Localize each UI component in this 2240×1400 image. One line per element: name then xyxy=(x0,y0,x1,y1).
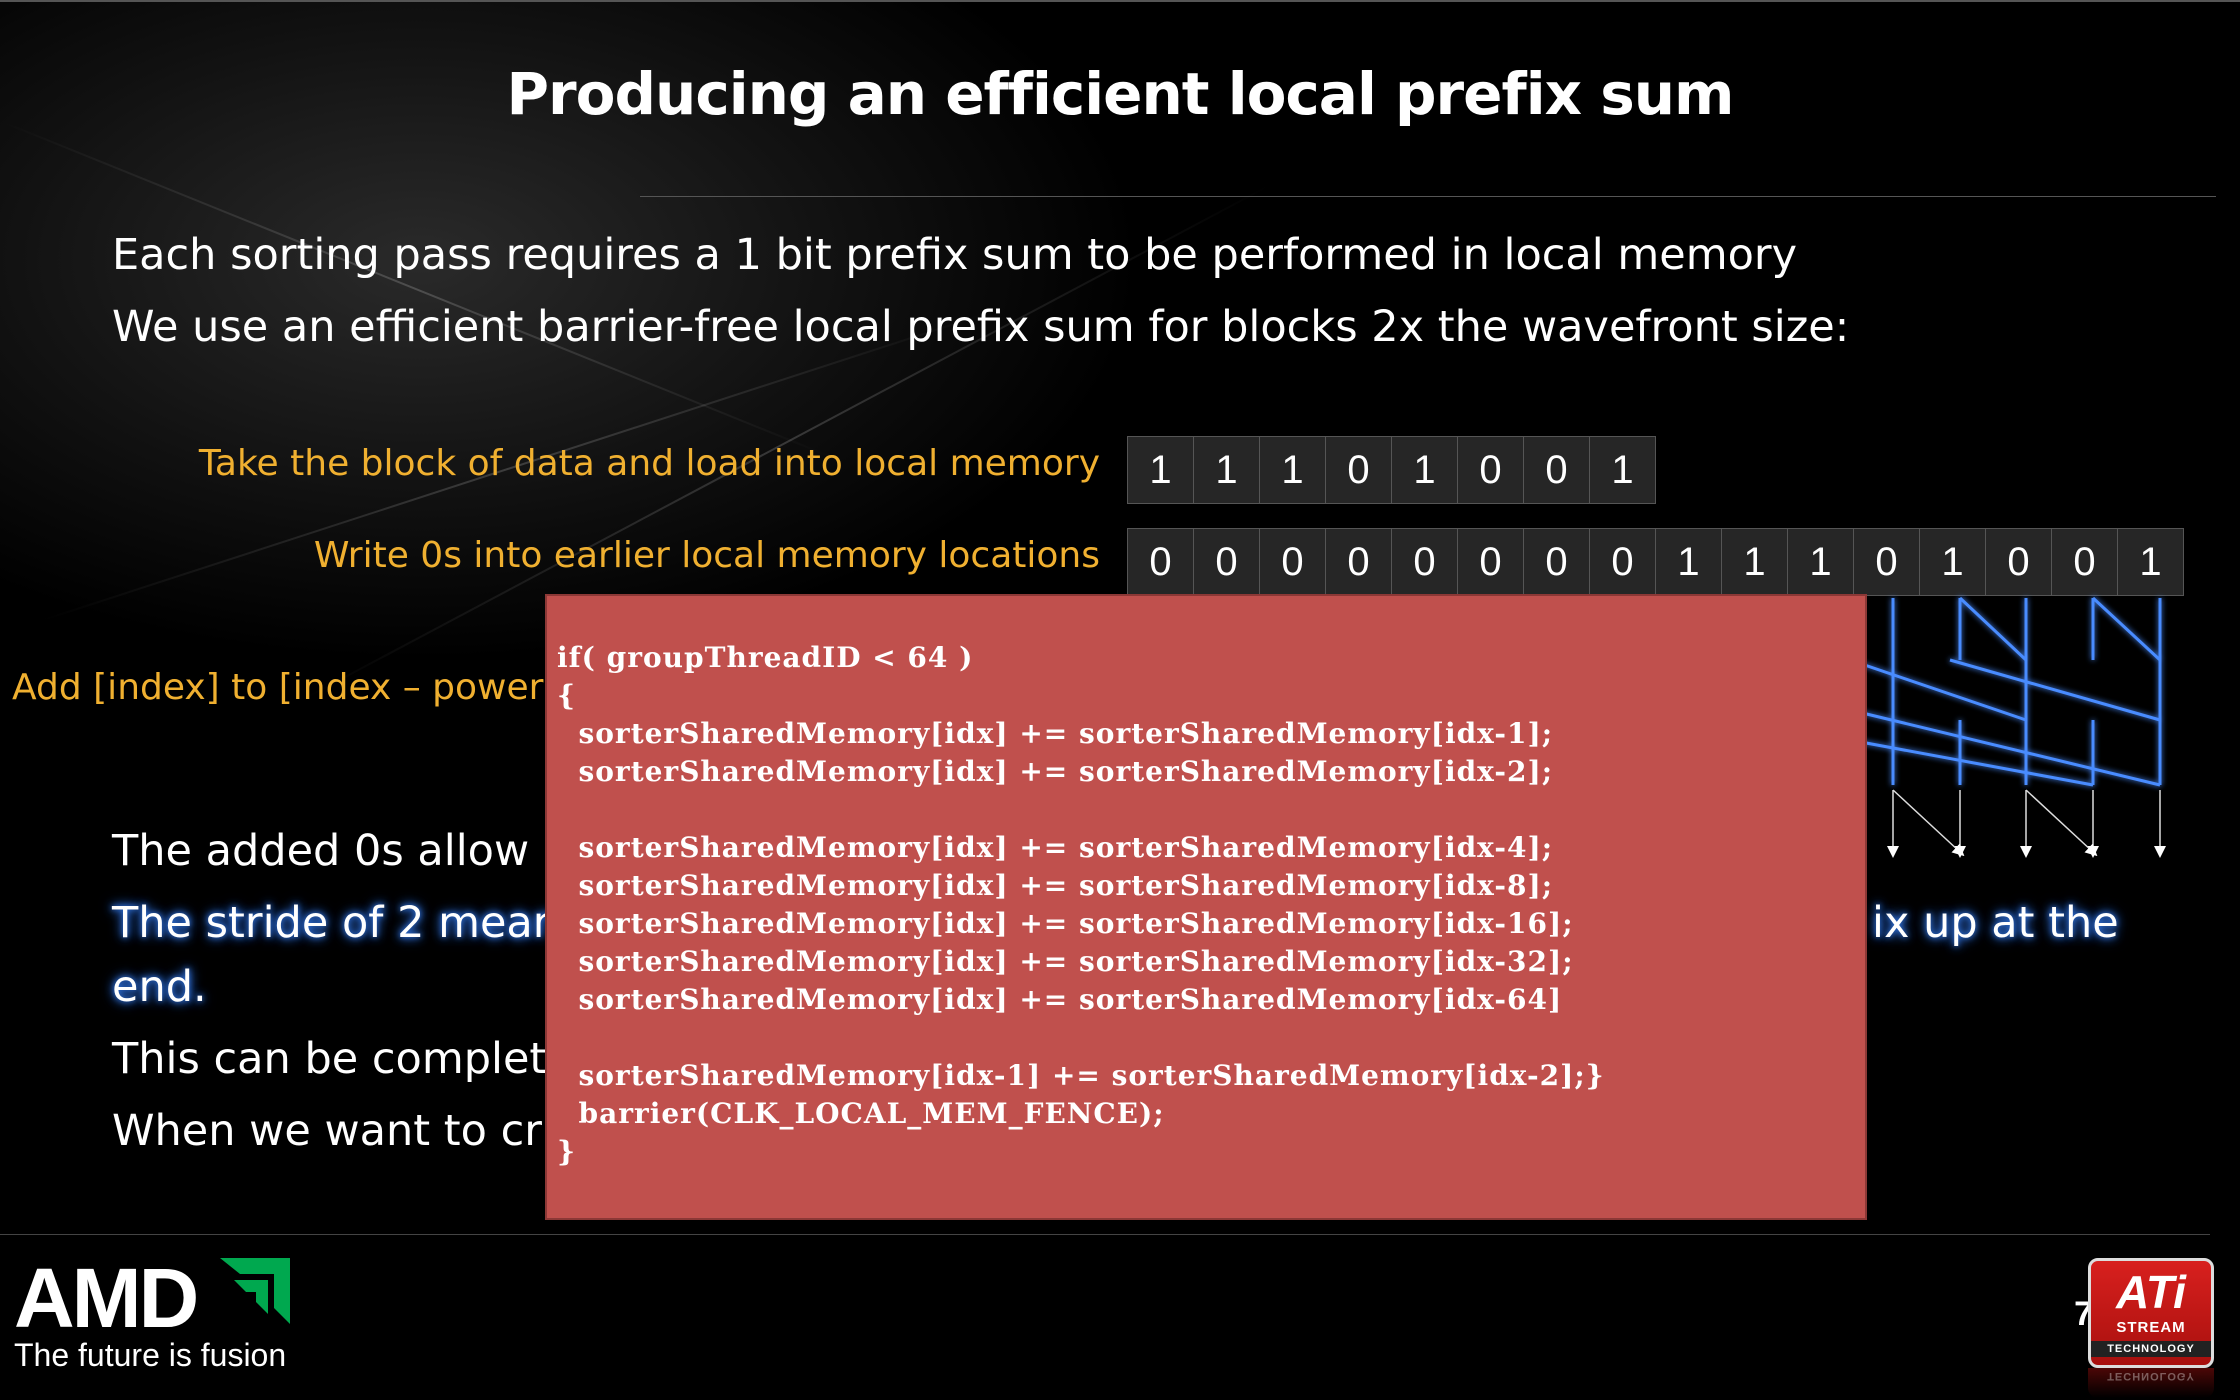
code-line: { xyxy=(557,679,577,712)
bullet-barrier-free: We use an efficient barrier-free local p… xyxy=(112,302,1850,352)
prefix-sum-arrows-diagram xyxy=(1850,596,2166,858)
amd-tagline: The future is fusion xyxy=(14,1337,287,1373)
step-load-label: Take the block of data and load into loc… xyxy=(198,443,1100,484)
title-divider xyxy=(640,196,2216,197)
code-line: sorterSharedMemory[idx] += sorterSharedM… xyxy=(557,983,1563,1016)
step-add-label: Add [index] to [index – power o xyxy=(12,667,577,708)
code-line: if( groupThreadID < 64 ) xyxy=(557,641,974,674)
ati-technology-text: TECHNOLOGY xyxy=(2091,1341,2211,1357)
array-cell: 0 xyxy=(1985,528,2052,596)
array-cell: 0 xyxy=(1193,528,1260,596)
step-write-zeros-label: Write 0s into earlier local memory locat… xyxy=(313,535,1100,576)
ati-logo-text: ATi xyxy=(2116,1266,2186,1318)
array-cell: 0 xyxy=(1523,436,1590,504)
ati-reflection-text: TECHNOLOGY xyxy=(2107,1370,2195,1382)
array-cell: 0 xyxy=(1853,528,1920,596)
code-line: sorterSharedMemory[idx] += sorterSharedM… xyxy=(557,907,1574,940)
top-rule xyxy=(0,0,2240,2)
array-cell: 0 xyxy=(1523,528,1590,596)
amd-arrow-icon xyxy=(220,1258,290,1324)
bullet-stride-end: end. xyxy=(112,962,207,1012)
code-line: sorterSharedMemory[idx-1] += sorterShare… xyxy=(557,1059,1605,1092)
bullet-complete: This can be complete xyxy=(112,1034,573,1084)
array-cell: 0 xyxy=(1457,528,1524,596)
code-line: barrier(CLK_LOCAL_MEM_FENCE); xyxy=(557,1097,1165,1130)
code-line: sorterSharedMemory[idx] += sorterSharedM… xyxy=(557,945,1574,978)
array-cell: 0 xyxy=(1457,436,1524,504)
array-cell: 0 xyxy=(1391,528,1458,596)
array-cell: 0 xyxy=(1259,528,1326,596)
array-cell: 1 xyxy=(1787,528,1854,596)
code-line: sorterSharedMemory[idx] += sorterSharedM… xyxy=(557,831,1554,864)
array-cell: 1 xyxy=(2117,528,2184,596)
array-cell: 0 xyxy=(1325,436,1392,504)
array-cell: 1 xyxy=(1391,436,1458,504)
array-cell: 1 xyxy=(1259,436,1326,504)
bullet-stride-right: ix up at the xyxy=(1872,898,2119,948)
array-cell: 0 xyxy=(2051,528,2118,596)
array-cell: 1 xyxy=(1655,528,1722,596)
ati-logo-reflection: TECHNOLOGY xyxy=(2088,1368,2214,1398)
bullet-sorting-pass: Each sorting pass requires a 1 bit prefi… xyxy=(112,230,1798,280)
ati-stream-logo: ATi STREAM TECHNOLOGY xyxy=(2088,1258,2214,1368)
array-cell: 1 xyxy=(1919,528,1986,596)
array-cell: 1 xyxy=(1721,528,1788,596)
footer-divider xyxy=(0,1234,2210,1235)
slide-title: Producing an efficient local prefix sum xyxy=(506,60,1735,128)
bullet-when-we-want: When we want to cr xyxy=(112,1106,542,1156)
array-cell: 1 xyxy=(1589,436,1656,504)
array-cell: 0 xyxy=(1325,528,1392,596)
bullet-stride-left: The stride of 2 mean xyxy=(112,898,561,948)
amd-logo: AMD xyxy=(14,1251,199,1345)
code-line: sorterSharedMemory[idx] += sorterSharedM… xyxy=(557,869,1554,902)
array-cell: 0 xyxy=(1589,528,1656,596)
bullet-added-zeros: The added 0s allow xyxy=(112,826,530,876)
ati-stream-text: STREAM xyxy=(2116,1319,2186,1336)
array-cell: 1 xyxy=(1127,436,1194,504)
code-line: sorterSharedMemory[idx] += sorterSharedM… xyxy=(557,755,1554,788)
array-cell: 0 xyxy=(1127,528,1194,596)
code-line: } xyxy=(557,1135,577,1168)
array-cell: 1 xyxy=(1193,436,1260,504)
code-line: sorterSharedMemory[idx] += sorterSharedM… xyxy=(557,717,1554,750)
code-snippet-box: if( groupThreadID < 64 ) { sorterSharedM… xyxy=(545,594,1867,1220)
decorative-light-ray xyxy=(0,120,835,460)
